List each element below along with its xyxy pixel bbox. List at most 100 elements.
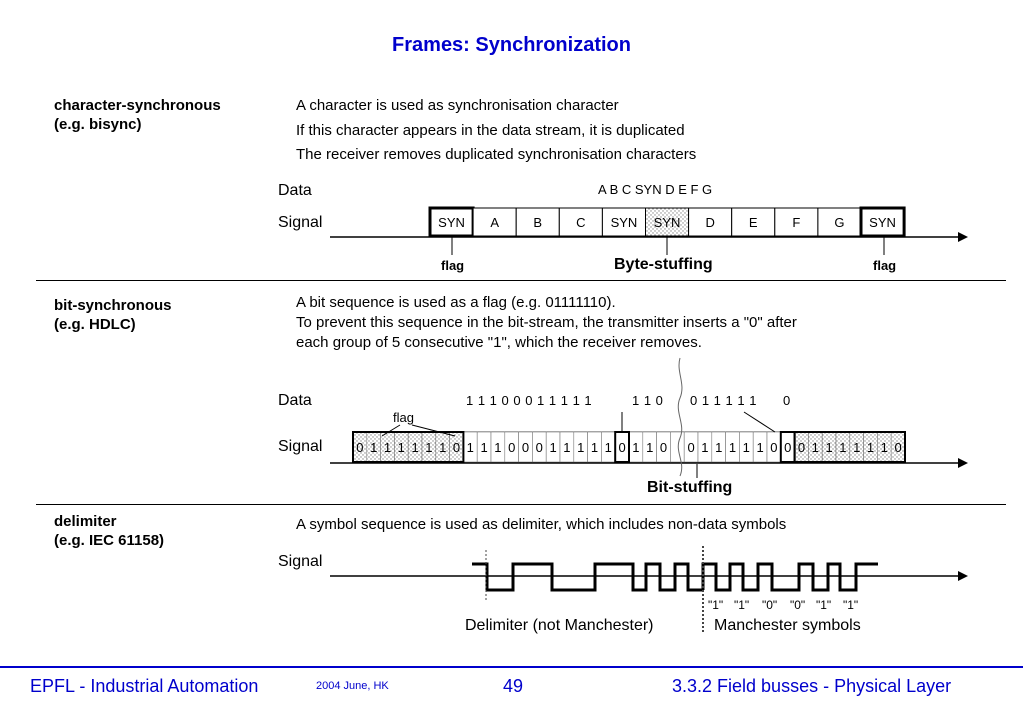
bit-cell-label-37: 1 bbox=[867, 440, 874, 455]
char-cell-8 bbox=[774, 207, 819, 237]
stuff-pointer-b bbox=[743, 411, 776, 433]
char-cell-label-0: SYN bbox=[438, 215, 465, 230]
stuffed-bit-box-1 bbox=[779, 431, 796, 463]
delimiter-waveform bbox=[472, 562, 703, 592]
bit-line-1: A bit sequence is used as a flag (e.g. 0… bbox=[296, 294, 616, 311]
manchester-symbol-4: "1" bbox=[816, 598, 832, 612]
bit-cell-label-15: 1 bbox=[563, 440, 570, 455]
bit-cell-label-12: 0 bbox=[522, 440, 529, 455]
page-title: Frames: Synchronization bbox=[392, 34, 631, 56]
section-sublabel-char: (e.g. bisync) bbox=[54, 116, 142, 133]
footer-rule bbox=[0, 666, 1023, 668]
bit-cell-label-14: 1 bbox=[549, 440, 556, 455]
footer-page: 49 bbox=[503, 676, 524, 696]
bit-axis-arrow bbox=[958, 458, 968, 468]
char-data-text: A B C SYN D E F G bbox=[598, 182, 713, 197]
bit-cell-label-22: 0 bbox=[660, 440, 667, 455]
bit-cell-label-32: 0 bbox=[798, 440, 805, 455]
char-cell-2 bbox=[515, 207, 560, 237]
bit-cell-label-27: 1 bbox=[729, 440, 736, 455]
byte-stuffing-label: Byte-stuffing bbox=[614, 256, 713, 273]
manchester-symbol-0: "1" bbox=[708, 598, 724, 612]
delim-caption-left: Delimiter (not Manchester) bbox=[465, 617, 654, 634]
divider-2 bbox=[36, 504, 1006, 505]
bit-flag-label: flag bbox=[393, 410, 414, 425]
bit-data-group-1: 1 1 1 0 0 0 1 1 1 1 1 bbox=[466, 393, 593, 408]
bit-cell-label-16: 1 bbox=[577, 440, 584, 455]
char-cell-1 bbox=[472, 207, 517, 237]
bit-cell-label-38: 1 bbox=[881, 440, 888, 455]
bit-cell-label-33: 1 bbox=[812, 440, 819, 455]
manchester-symbol-1: "1" bbox=[734, 598, 750, 612]
char-cell-5 bbox=[645, 207, 690, 237]
bit-signal-label: Signal bbox=[278, 438, 323, 455]
bit-cell-label-31: 0 bbox=[784, 440, 791, 455]
char-cell-7 bbox=[731, 207, 776, 237]
char-line-3: The receiver removes duplicated synchron… bbox=[296, 146, 697, 163]
bit-line-3: each group of 5 consecutive "1", which t… bbox=[296, 334, 702, 351]
section-sublabel-delim: (e.g. IEC 61158) bbox=[54, 532, 165, 549]
flag-pointer-a bbox=[381, 424, 401, 437]
char-cell-label-6: D bbox=[705, 215, 714, 230]
bit-cell-label-36: 1 bbox=[853, 440, 860, 455]
char-data-label: Data bbox=[278, 182, 312, 199]
bit-cell-label-11: 0 bbox=[508, 440, 515, 455]
bit-cell-label-6: 1 bbox=[439, 440, 446, 455]
char-axis-arrow bbox=[958, 232, 968, 242]
bit-cell-label-28: 1 bbox=[743, 440, 750, 455]
bit-cell-label-26: 1 bbox=[715, 440, 722, 455]
bit-cell-label-29: 1 bbox=[756, 440, 763, 455]
char-cell-label-2: B bbox=[533, 215, 542, 230]
manchester-waveform bbox=[701, 562, 878, 592]
flag-pointer-b bbox=[411, 424, 456, 437]
char-cell-10 bbox=[859, 206, 906, 238]
manchester-symbol-5: "1" bbox=[843, 598, 859, 612]
char-line-2: If this character appears in the data st… bbox=[296, 122, 685, 139]
char-line-1: A character is used as synchronisation c… bbox=[296, 97, 619, 114]
bit-cell-label-0: 0 bbox=[356, 440, 363, 455]
bit-cell-label-1: 1 bbox=[370, 440, 377, 455]
bit-cell-label-9: 1 bbox=[480, 440, 487, 455]
section-sublabel-bit: (e.g. HDLC) bbox=[54, 316, 136, 333]
bit-cell-label-10: 1 bbox=[494, 440, 501, 455]
bit-data-label: Data bbox=[278, 392, 312, 409]
char-cell-label-3: C bbox=[576, 215, 585, 230]
break-wavy-line bbox=[677, 357, 683, 477]
char-cell-label-1: A bbox=[490, 215, 499, 230]
bit-stuffing-label: Bit-stuffing bbox=[647, 479, 733, 496]
char-cell-label-10: SYN bbox=[869, 215, 896, 230]
char-cell-label-4: SYN bbox=[611, 215, 638, 230]
bit-data-group-4: 0 bbox=[783, 393, 791, 408]
char-cell-label-9: G bbox=[834, 215, 844, 230]
bit-cell-label-3: 1 bbox=[398, 440, 405, 455]
bit-cell-label-5: 1 bbox=[425, 440, 432, 455]
bit-flag-box-0 bbox=[352, 431, 465, 463]
footer-left: EPFL - Industrial Automation bbox=[30, 676, 259, 696]
section-label-char: character-synchronous bbox=[54, 97, 221, 114]
char-signal-label: Signal bbox=[278, 214, 323, 231]
bit-cell-label-7: 0 bbox=[453, 440, 460, 455]
bit-cell-label-19: 0 bbox=[618, 440, 625, 455]
delim-line: A symbol sequence is used as delimiter, … bbox=[296, 516, 787, 533]
char-cell-label-5: SYN bbox=[654, 215, 681, 230]
manchester-symbol-2: "0" bbox=[762, 598, 778, 612]
char-cell-label-8: F bbox=[792, 215, 800, 230]
bit-cell-label-20: 1 bbox=[632, 440, 639, 455]
section-label-bit: bit-synchronous bbox=[54, 297, 172, 314]
char-cell-6 bbox=[688, 207, 733, 237]
delim-caption-right: Manchester symbols bbox=[714, 617, 861, 634]
divider-1 bbox=[36, 280, 1006, 281]
bit-cell-label-21: 1 bbox=[646, 440, 653, 455]
bit-cell-label-13: 0 bbox=[536, 440, 543, 455]
bit-cell-label-34: 1 bbox=[825, 440, 832, 455]
char-cell-3 bbox=[558, 207, 603, 237]
delim-axis-arrow bbox=[958, 571, 968, 581]
bit-cell-label-24: 0 bbox=[687, 440, 694, 455]
char-cell-9 bbox=[817, 207, 862, 237]
bit-cell-label-8: 1 bbox=[467, 440, 474, 455]
manchester-symbol-3: "0" bbox=[790, 598, 806, 612]
footer-date: 2004 June, HK bbox=[316, 680, 389, 692]
bit-cell-label-17: 1 bbox=[591, 440, 598, 455]
